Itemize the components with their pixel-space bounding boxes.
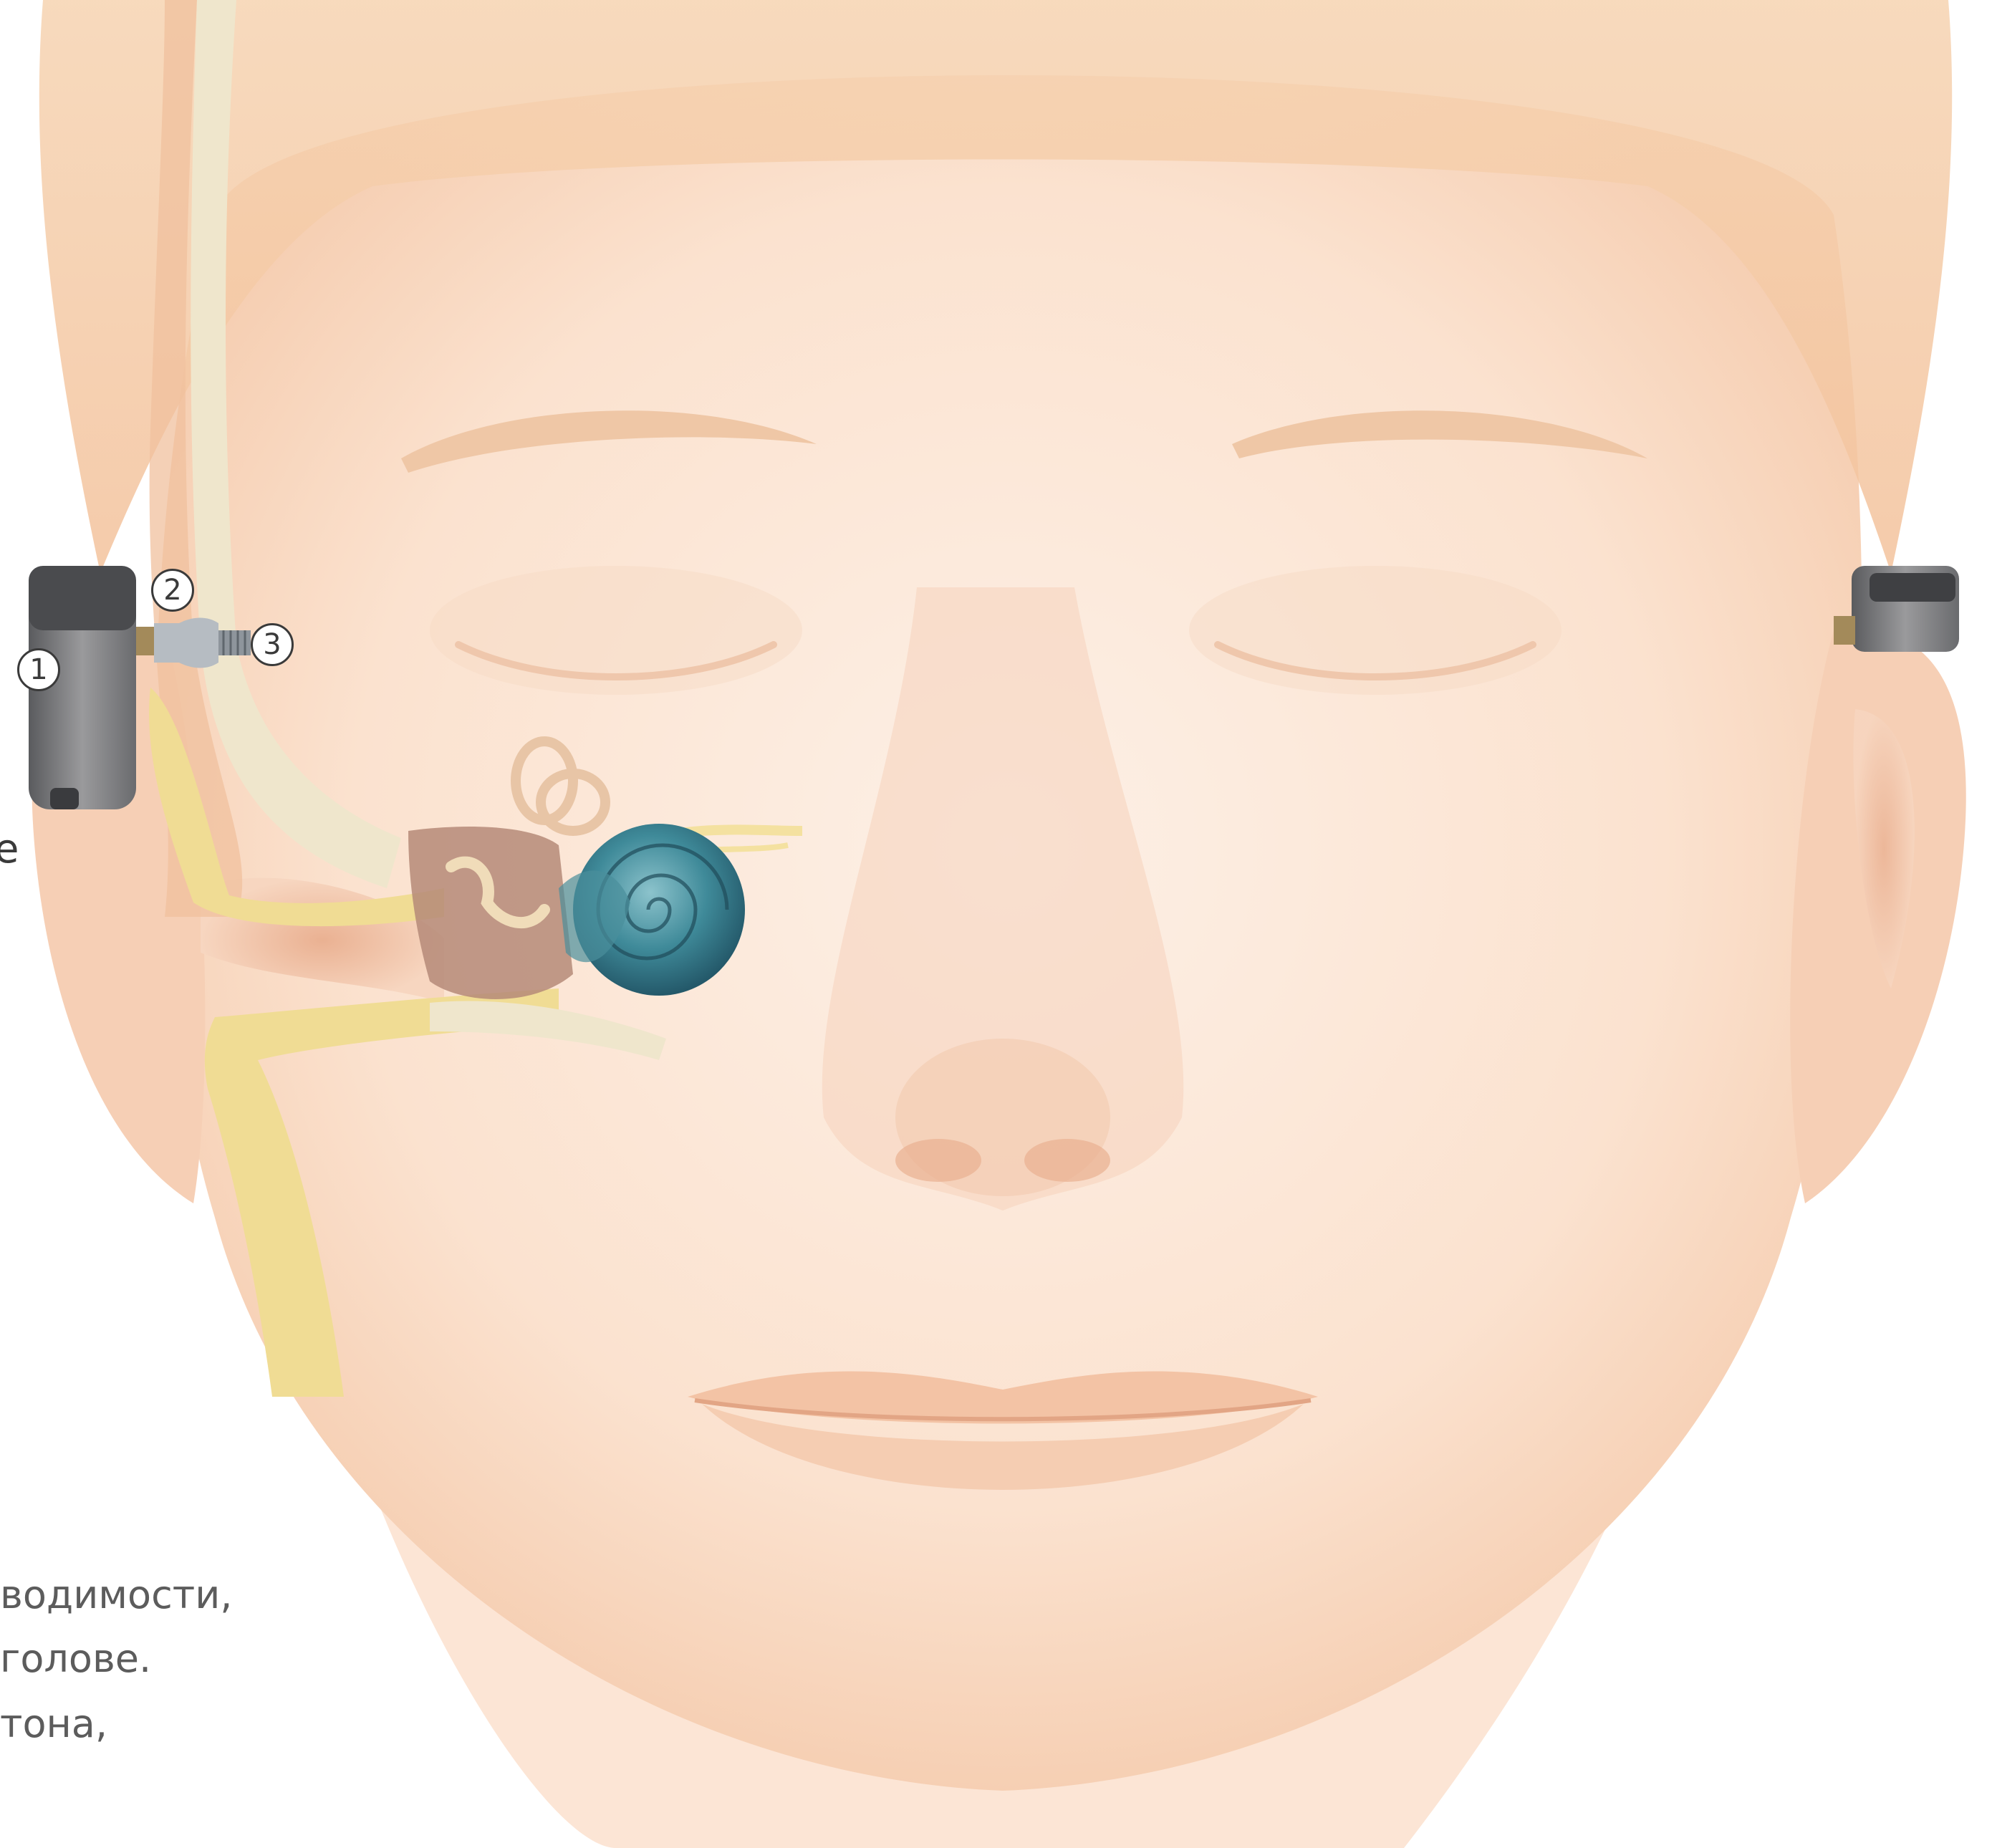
caption-line-1: водимости,: [0, 1576, 232, 1614]
left-eye-socket: [430, 566, 802, 695]
callout-1-label: 1: [29, 655, 47, 684]
caption-line-2: голове.: [0, 1640, 151, 1678]
callout-3-label: 3: [263, 630, 281, 659]
callout-1: 1: [17, 648, 60, 691]
left-text-fragment: e: [0, 829, 19, 870]
right-sound-processor: [1834, 566, 1959, 652]
left-nostril: [895, 1139, 981, 1182]
callout-2: 2: [151, 569, 194, 612]
callout-2-label: 2: [163, 576, 181, 605]
right-nostril: [1024, 1139, 1110, 1182]
callout-3: 3: [251, 623, 294, 666]
right-eye-socket: [1189, 566, 1562, 695]
caption-line-3: тона,: [0, 1705, 107, 1743]
